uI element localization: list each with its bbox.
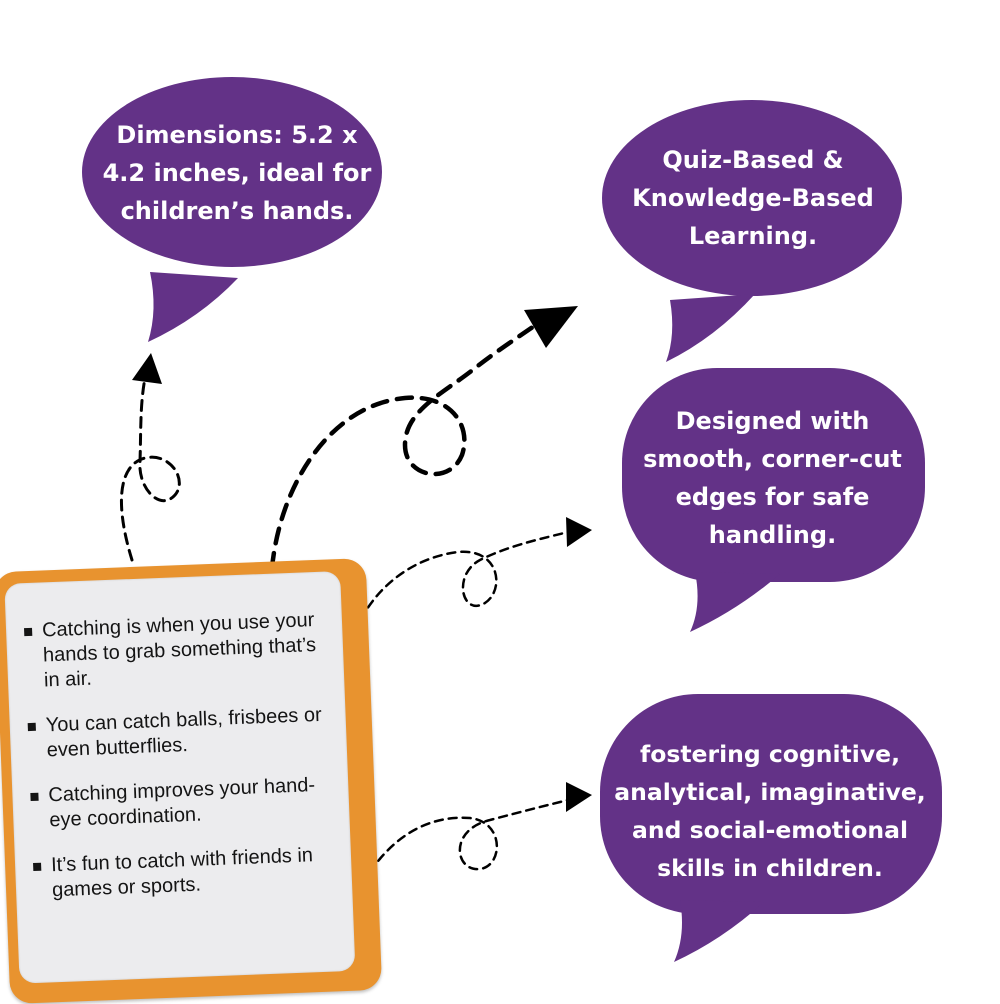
square-bullet-icon: [27, 722, 36, 732]
square-bullet-icon: [33, 862, 42, 872]
bubble-text-skills: fostering cognitive, analytical, imagina…: [614, 739, 926, 882]
square-bullet-icon: [24, 627, 33, 637]
card-fact-text: Catching improves your hand-eye coordina…: [48, 774, 316, 832]
card-fact-text: You can catch balls, frisbees or even bu…: [45, 703, 323, 762]
speech-bubble-skills: [600, 694, 942, 962]
speech-bubble-dimensions: [82, 77, 382, 342]
card-fact-text: Catching is when you use your hands to g…: [41, 609, 317, 692]
arrowhead-4: [566, 782, 592, 812]
card-face: Catching is when you use your hands to g…: [4, 571, 356, 984]
card-fact-item: Catching is when you use your hands to g…: [20, 608, 323, 694]
arrowhead-2: [524, 306, 578, 348]
speech-bubble-quiz: [602, 100, 902, 362]
card-fact-item: It’s fun to catch with friends in games …: [29, 843, 331, 904]
dashed-arrow-4: [368, 798, 570, 874]
speech-bubble-edges: [622, 368, 925, 632]
bubble-text-edges: Designed with smooth, corner-cut edges f…: [643, 406, 902, 549]
card-fact-text: It’s fun to catch with friends in games …: [50, 844, 314, 902]
bubble-text-quiz: Quiz-Based & Knowledge-Based Learning.: [632, 145, 874, 250]
dashed-arrow-3: [353, 530, 570, 634]
card-fact-list: Catching is when you use your hands to g…: [20, 608, 331, 924]
card-fact-item: You can catch balls, frisbees or even bu…: [23, 703, 325, 764]
dashed-arrow-1: [119, 376, 181, 562]
card-fact-item: Catching improves your hand-eye coordina…: [26, 773, 328, 834]
square-bullet-icon: [30, 792, 39, 802]
flash-card: Catching is when you use your hands to g…: [0, 558, 383, 1004]
bubble-text-dimensions: Dimensions: 5.2 x 4.2 inches, ideal for …: [102, 120, 372, 225]
arrowhead-1: [132, 353, 162, 384]
arrowhead-3: [566, 517, 592, 547]
dashed-arrow-2: [269, 319, 543, 571]
